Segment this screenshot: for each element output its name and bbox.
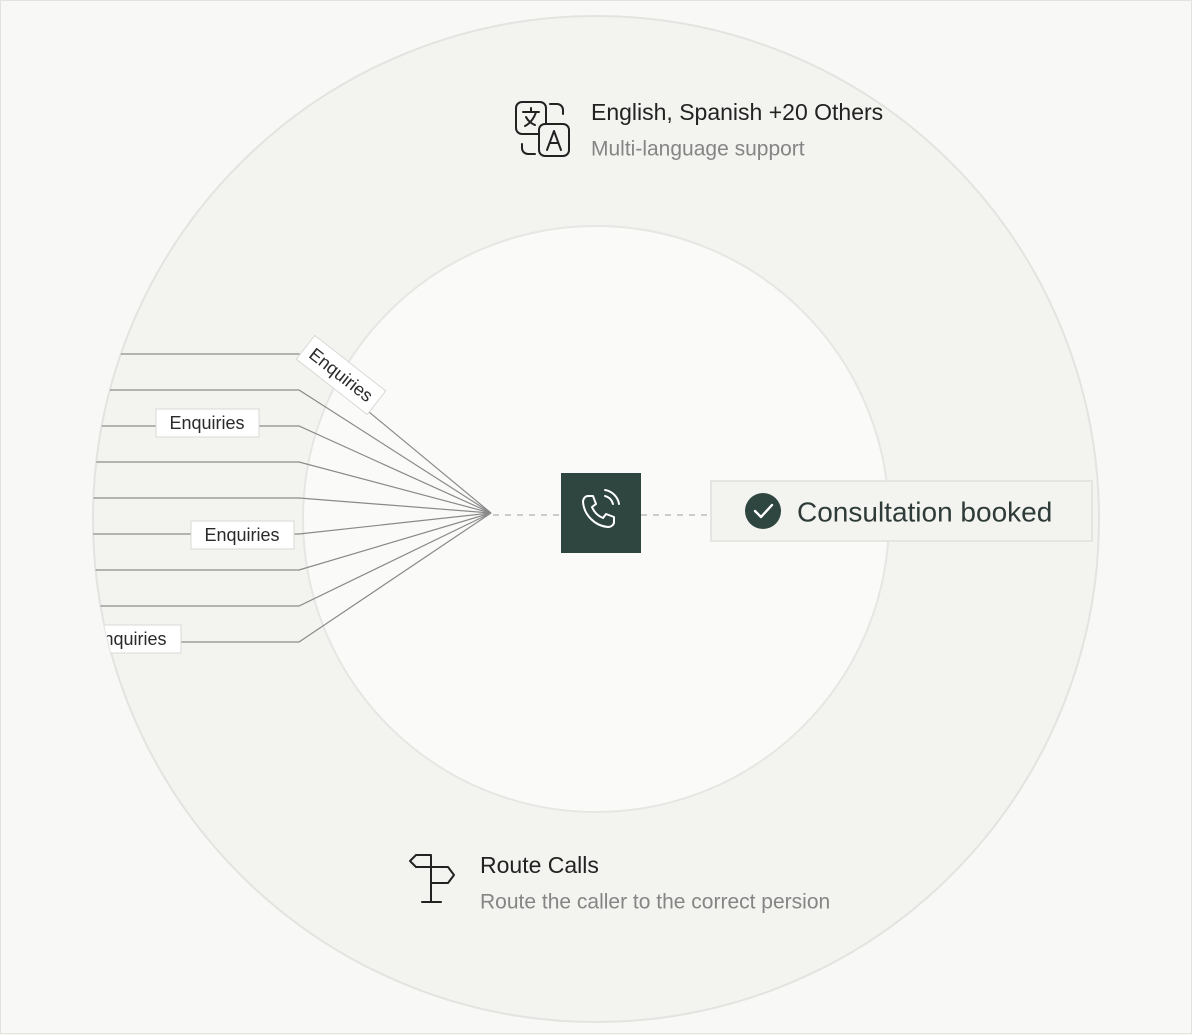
language-feature: English, Spanish +20 Others Multi-langua… — [515, 99, 883, 161]
call-line — [93, 461, 492, 514]
call-line — [93, 512, 492, 571]
call-tag: Enquiries — [155, 408, 260, 438]
language-subtitle: Multi-language support — [591, 138, 805, 161]
routing-subtitle: Route the caller to the correct persion — [480, 891, 830, 914]
incoming-call-lines — [93, 353, 492, 643]
call-line — [93, 353, 492, 514]
call-tag-label: Enquiries — [169, 413, 244, 433]
call-line — [93, 512, 492, 607]
routing-feature: Route Calls Route the caller to the corr… — [409, 852, 830, 914]
outcome-card: Consultation booked — [710, 480, 1093, 542]
call-tag-label: Enquiries — [91, 629, 166, 649]
call-line — [93, 497, 492, 514]
outcome-label: Consultation booked — [797, 497, 1052, 528]
routing-title: Route Calls — [480, 852, 599, 878]
call-tag-clipped: Enquiries — [91, 624, 182, 654]
call-line — [93, 389, 492, 514]
phone-hub — [561, 473, 641, 553]
language-title: English, Spanish +20 Others — [591, 99, 883, 125]
call-tag: Enquiries — [190, 520, 295, 550]
translate-icon — [515, 101, 570, 157]
phone-call-icon — [582, 489, 620, 528]
call-tag-label: Enquiries — [204, 525, 279, 545]
signpost-icon — [409, 854, 455, 903]
call-line — [93, 512, 492, 535]
check-circle-icon — [745, 493, 781, 529]
